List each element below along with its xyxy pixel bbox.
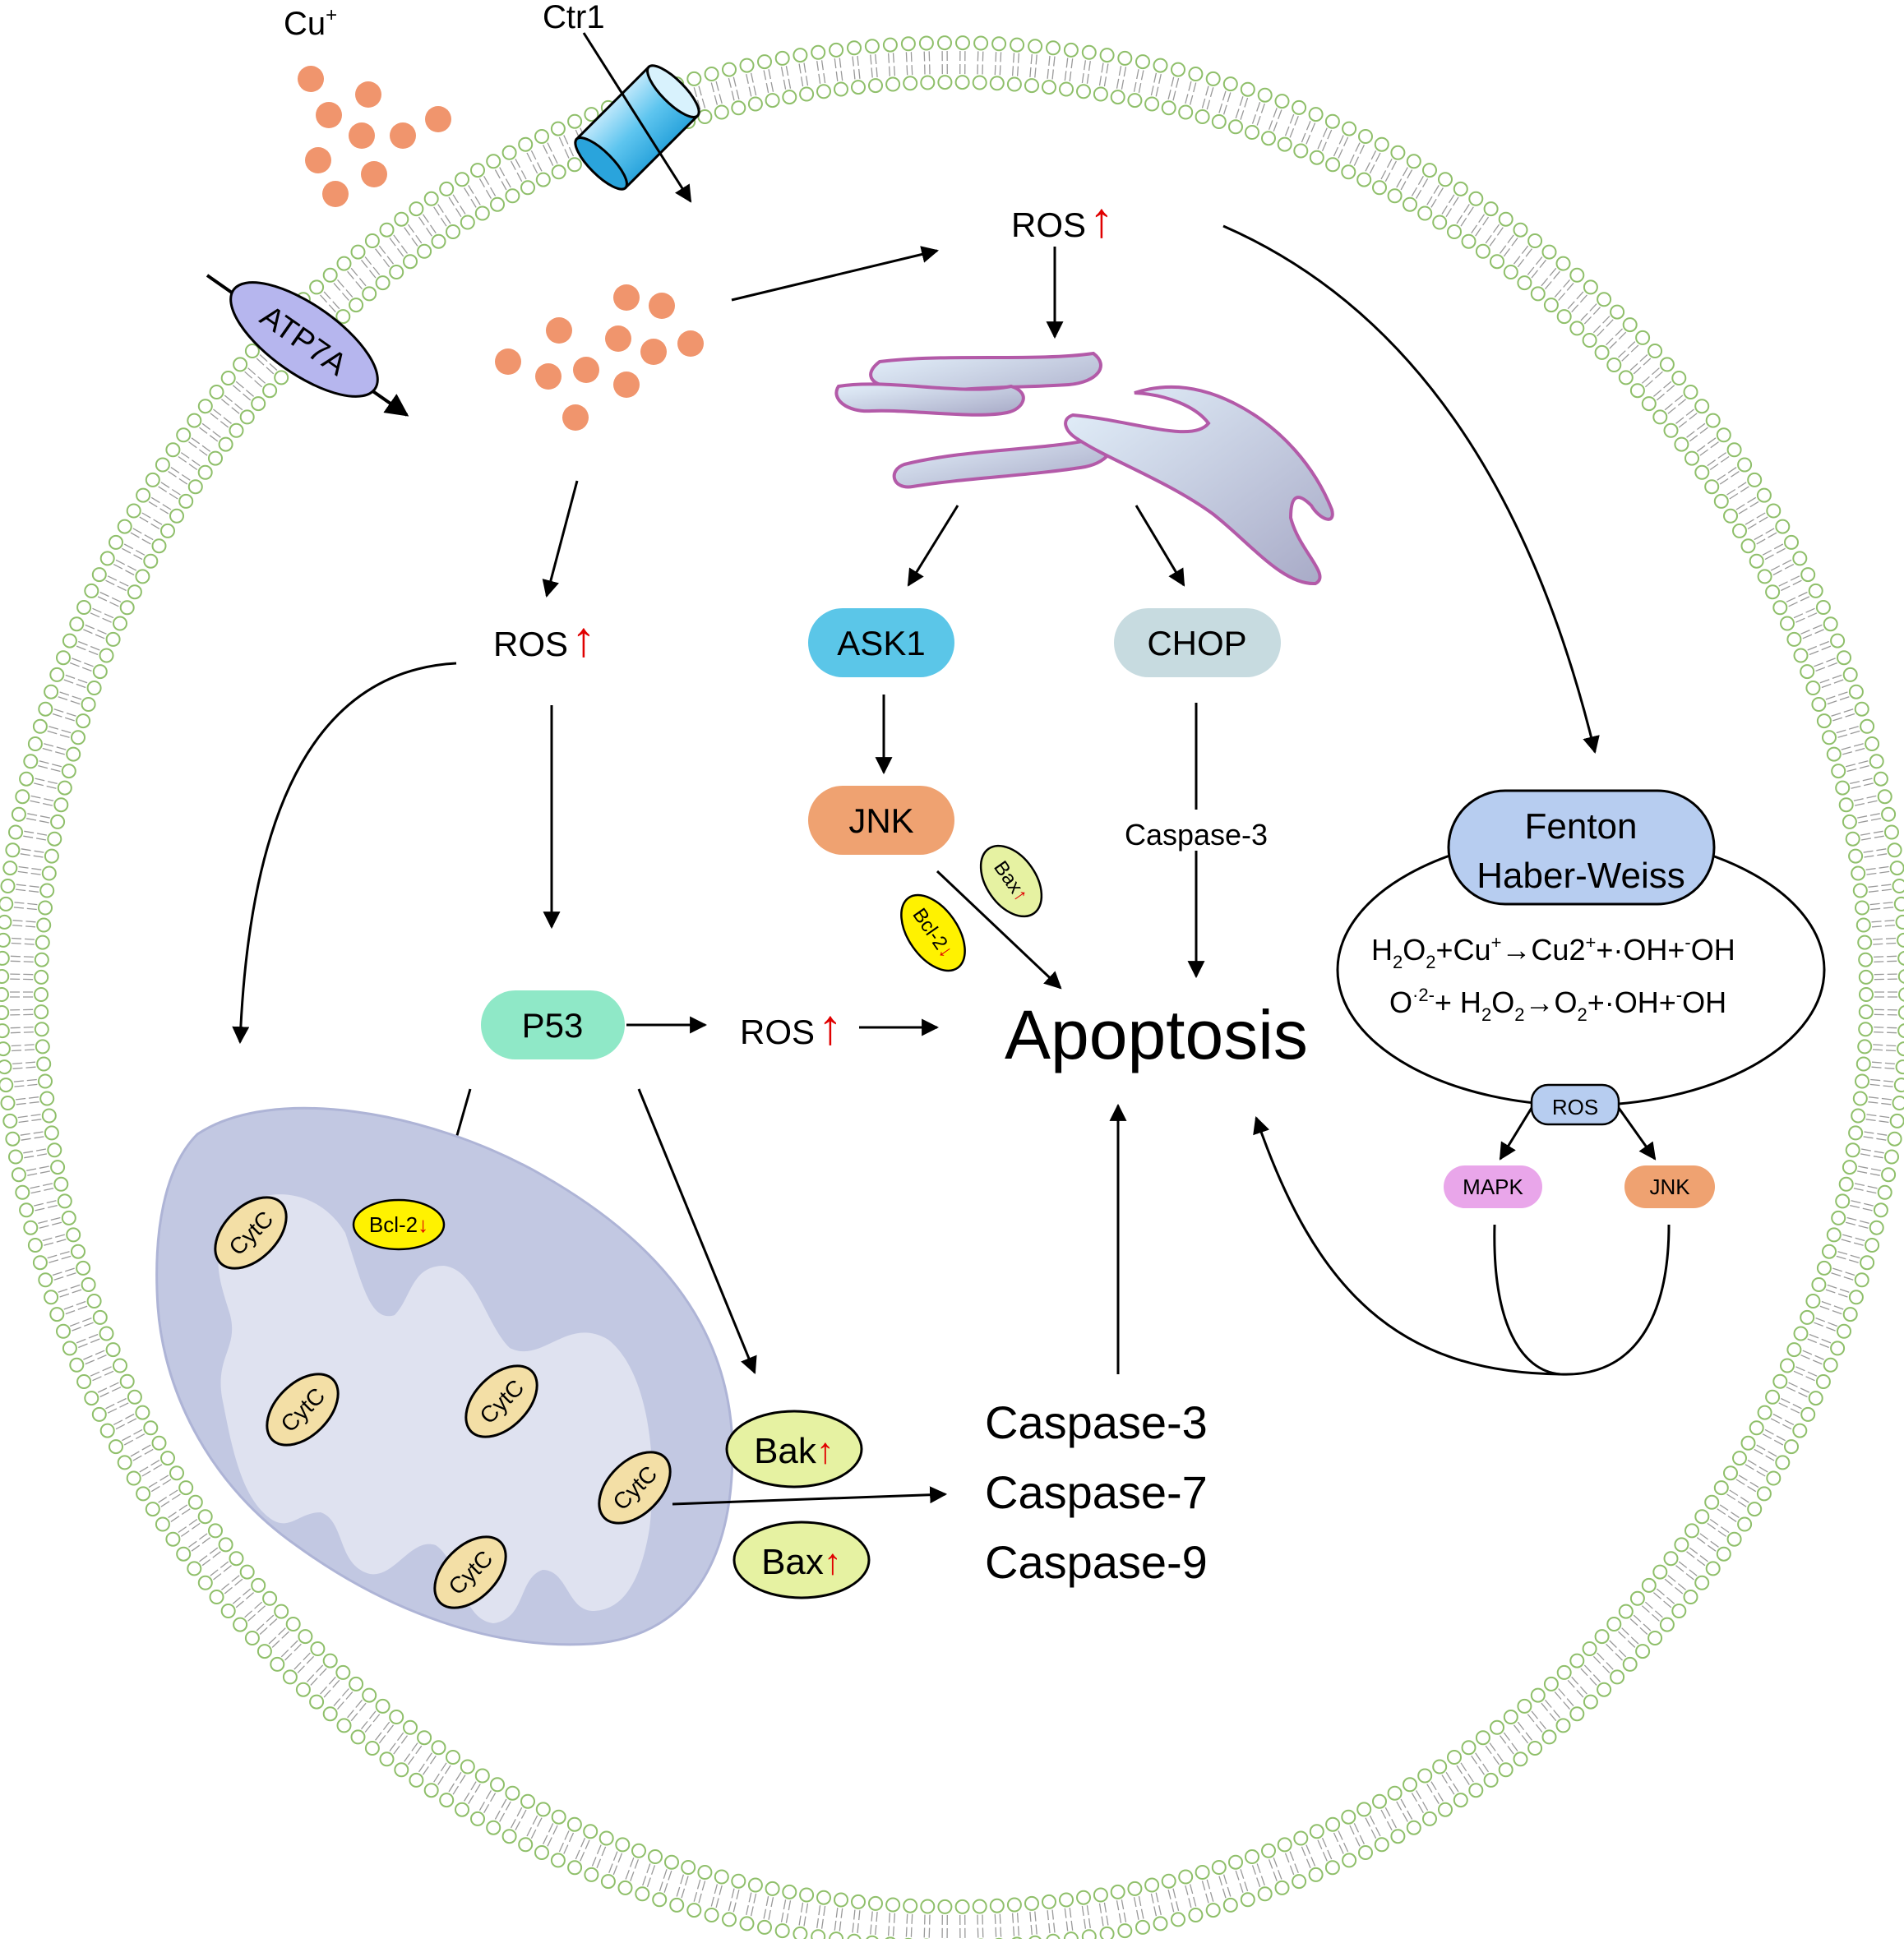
extracellular-copper xyxy=(298,66,451,207)
ros-to-jnk-right-arrow xyxy=(1619,1108,1655,1159)
mapk-label: MAPK xyxy=(1463,1175,1523,1199)
p53-label: P53 xyxy=(522,1006,584,1045)
endoplasmic-reticulum xyxy=(836,353,1332,584)
fenton-to-apoptosis-arrow xyxy=(1256,1118,1560,1374)
svg-text:Bax↑: Bax↑ xyxy=(761,1542,842,1582)
ros-mid-label: ROS↑ xyxy=(493,612,596,667)
caspase-9-label: Caspase-9 xyxy=(985,1536,1208,1588)
chop-label: CHOP xyxy=(1147,624,1246,662)
fenton-title-line2: Haber-Weiss xyxy=(1477,856,1684,896)
chop-node: CHOP xyxy=(1114,608,1281,677)
bcl2-mito-badge: Bcl-2↓ xyxy=(354,1200,444,1249)
fenton-panel: Fenton Haber-Weiss H2O2+Cu+→Cu2++·OH+-OH… xyxy=(1338,791,1824,1124)
atp7a-transporter: ATP7A xyxy=(214,261,395,417)
bak-badge: Bak↑ xyxy=(727,1411,862,1487)
ros-top-label: ROS↑ xyxy=(1011,192,1114,247)
fenton-title-line1: Fenton xyxy=(1525,806,1638,847)
jnk-node: JNK xyxy=(808,786,954,855)
ros-to-mapk-arrow xyxy=(1500,1108,1532,1159)
mapk-jnk-loop xyxy=(1495,1225,1669,1374)
apoptosis-label: Apoptosis xyxy=(1005,996,1308,1073)
svg-text:Bcl-2↓: Bcl-2↓ xyxy=(369,1212,428,1237)
ask1-label: ASK1 xyxy=(837,624,925,662)
ros-to-mitochondria-arrow xyxy=(240,663,456,1042)
p53-node: P53 xyxy=(481,990,625,1059)
copper-to-ros-mid-arrow xyxy=(547,481,577,596)
mapk-node: MAPK xyxy=(1444,1165,1542,1208)
ros-p53-label: ROS↑ xyxy=(740,999,843,1055)
caspase-3-label: Caspase-3 xyxy=(985,1396,1208,1448)
cu-label: Cu+ xyxy=(284,4,337,42)
ctr1-label: Ctr1 xyxy=(543,0,605,35)
fenton-ros-label: ROS xyxy=(1552,1095,1598,1119)
ctr1-transporter xyxy=(569,59,706,196)
svg-text:Bak↑: Bak↑ xyxy=(754,1431,834,1471)
jnk-right-label: JNK xyxy=(1649,1175,1690,1199)
ask1-node: ASK1 xyxy=(808,608,954,677)
fenton-equation-2: O·2-+ H2O2→O2+·OH+-OH xyxy=(1389,985,1726,1025)
er-to-ask1-arrow xyxy=(908,505,958,585)
caspase-7-label: Caspase-7 xyxy=(985,1466,1208,1518)
jnk-right-node: JNK xyxy=(1624,1165,1715,1208)
bax-badge: Bax↑ xyxy=(734,1522,869,1598)
intracellular-copper xyxy=(495,284,704,431)
er-to-chop-arrow xyxy=(1136,505,1184,585)
jnk-label: JNK xyxy=(848,801,913,840)
chop-caspase3-label: Caspase-3 xyxy=(1125,818,1268,852)
copper-to-ros-top-arrow xyxy=(732,251,937,300)
